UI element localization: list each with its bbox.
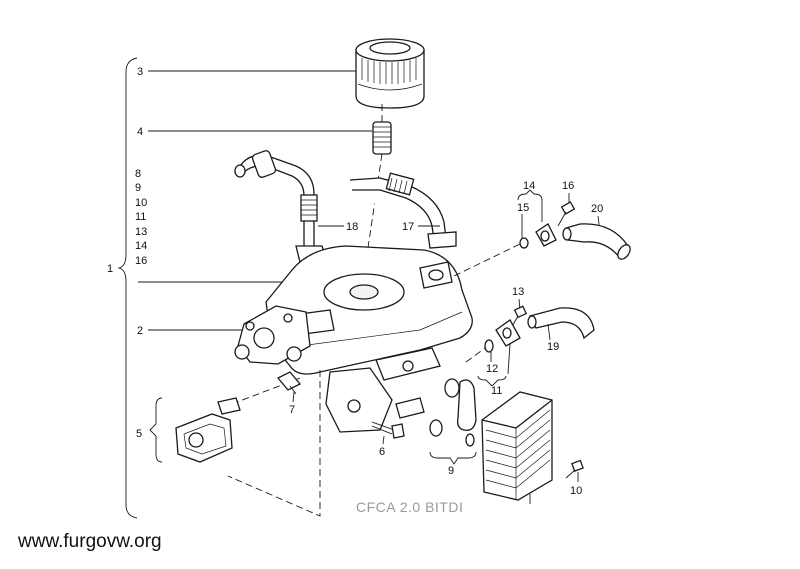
callout-7: 7 — [289, 404, 295, 416]
leader-6 — [382, 435, 385, 445]
callout-4: 4 — [137, 126, 143, 138]
callout-17: 17 — [402, 221, 414, 233]
callout-9: 9 — [135, 182, 141, 194]
bolt-16 — [557, 201, 576, 227]
gasket-set-5 — [175, 397, 241, 463]
gaskets-9 — [395, 378, 477, 447]
callout-1: 1 — [107, 263, 113, 275]
callout-2: 2 — [137, 325, 143, 337]
callout-8: 8 — [135, 168, 141, 180]
bracket-group-5 — [149, 397, 163, 463]
coolant-hose-19 — [527, 307, 595, 340]
bracket-group-14 — [517, 189, 543, 201]
leader-11 — [507, 343, 511, 375]
leader-7 — [292, 391, 295, 403]
coolant-hose-20 — [562, 223, 631, 260]
callout-10: 10 — [135, 197, 147, 209]
callout-12: 12 — [486, 363, 498, 375]
callout-13-right: 13 — [512, 286, 524, 298]
seal-ring-15 — [519, 237, 529, 249]
seal-ring-12 — [484, 339, 494, 353]
callout-9-bottom: 9 — [448, 465, 454, 477]
callout-20: 20 — [591, 203, 603, 215]
assembly-line-14 — [453, 243, 521, 277]
oil-pipe-17 — [349, 172, 457, 249]
bolt-6 — [371, 421, 405, 439]
callout-6: 6 — [379, 446, 385, 458]
leader-19 — [547, 323, 551, 341]
oil-cooler — [481, 391, 553, 501]
oil-filter — [355, 38, 425, 109]
oil-pipe-18 — [234, 150, 327, 263]
callout-16-right: 16 — [562, 180, 574, 192]
filter-insert — [372, 121, 392, 155]
assembly-line-5 — [227, 370, 321, 517]
bolt-7 — [276, 371, 302, 395]
callout-14-right: 14 — [523, 180, 535, 192]
engine-code-label: CFCA 2.0 BITDI — [356, 499, 463, 515]
bracket-group-11 — [477, 375, 507, 387]
callout-5: 5 — [136, 428, 142, 440]
callout-11-right: 11 — [491, 385, 502, 397]
callout-11: 11 — [135, 211, 146, 223]
callout-15: 15 — [517, 202, 529, 214]
union-fitting-14 — [535, 223, 557, 247]
callout-19: 19 — [547, 341, 559, 353]
callout-13: 13 — [135, 226, 147, 238]
bracket-group-1 — [117, 57, 138, 519]
website-watermark: www.furgovw.org — [17, 531, 162, 552]
assembly-line-11 — [465, 345, 489, 363]
callout-16: 16 — [135, 255, 147, 267]
bracket-group-9 — [429, 451, 477, 465]
oil-filter-housing — [234, 245, 473, 433]
bolt-10 — [565, 459, 584, 479]
callout-18: 18 — [346, 221, 358, 233]
union-fitting-11 — [495, 319, 521, 347]
callout-3: 3 — [137, 66, 143, 78]
callout-10-bottom: 10 — [570, 485, 582, 497]
callout-14: 14 — [135, 240, 147, 252]
